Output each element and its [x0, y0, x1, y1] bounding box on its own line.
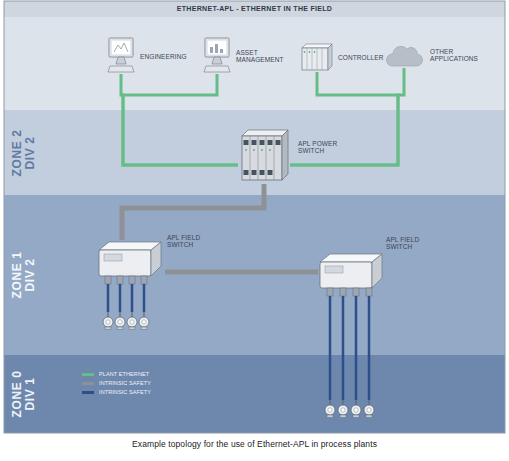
network-cable: [121, 74, 238, 165]
field-instruments: [103, 312, 374, 418]
application-icon: ENGINEERING: [107, 38, 135, 74]
device-name: APL FIELD SWITCH: [386, 236, 432, 251]
zone-band: ZONE 1DIV 2APL FIELD SWITCHAPL FIELD SWI…: [4, 195, 505, 355]
diagram-title: ETHERNET-APL - ETHERNET IN THE FIELD: [177, 5, 332, 13]
network-cable: [123, 74, 238, 165]
title-bar: [4, 1, 505, 17]
device-label: ENGINEERING: [140, 53, 200, 60]
field-switch-housing: [99, 242, 161, 284]
zone-name: ZONE 0: [11, 371, 24, 418]
legend-text: PLANT ETHERNET: [99, 371, 149, 377]
power-switch-device: [242, 130, 288, 180]
device-label: CONTROLLER: [338, 54, 388, 61]
network-cable: [165, 270, 318, 275]
device-name: ASSET MANAGEMENT: [236, 49, 286, 64]
legend-text: INTRINSIC SAFETY: [99, 380, 151, 386]
zone-name: ZONE 2: [11, 129, 24, 176]
legend-row: INTRINSIC SAFETY: [82, 388, 151, 397]
zone-label: ZONE 2DIV 2: [11, 129, 36, 176]
field-switch: APL FIELD SWITCH: [318, 252, 384, 302]
application-icon: CONTROLLER: [300, 42, 334, 72]
zone-name: ZONE 1: [11, 252, 24, 299]
zone-name: DIV 2: [24, 129, 37, 176]
device-label: ASSET MANAGEMENT: [236, 49, 286, 64]
field-switch: APL FIELD SWITCH: [95, 240, 165, 290]
device-name: APL FIELD SWITCH: [167, 234, 213, 249]
zone-band: ZONE 0DIV 1: [4, 355, 505, 433]
zone-band: ZONE 2DIV 2 APL POWER SWITCH: [4, 110, 505, 195]
device-name: CONTROLLER: [338, 54, 388, 61]
zone-band-fill: [4, 195, 505, 355]
control-room-area: [4, 17, 505, 110]
device-label: APL FIELD SWITCH: [167, 234, 213, 249]
device-name: APL POWER SWITCH: [298, 140, 348, 155]
field-switch-housing: [320, 254, 382, 296]
legend-swatch: [82, 382, 94, 385]
device-label: APL POWER SWITCH: [298, 140, 348, 155]
zone-label: ZONE 0DIV 1: [11, 371, 36, 418]
zone-label: ZONE 1DIV 2: [11, 252, 36, 299]
device-label: OTHER APPLICATIONS: [430, 48, 482, 63]
engineering-icon: [108, 38, 134, 72]
network-cable: [290, 72, 398, 165]
network-cable: [290, 68, 404, 165]
legend-swatch: [82, 391, 94, 394]
controller-icon: [302, 44, 332, 70]
application-icon: ASSET MANAGEMENT: [203, 38, 231, 74]
zone-name: DIV 2: [24, 252, 37, 299]
cloud-icon: [386, 46, 422, 66]
zone-band-fill: [4, 110, 505, 195]
application-icon: OTHER APPLICATIONS: [388, 44, 420, 68]
frame: [4, 1, 505, 433]
legend-row: PLANT ETHERNET: [82, 370, 151, 379]
device-name: ENGINEERING: [140, 53, 200, 60]
asset-management-icon: [204, 38, 230, 72]
power-switch: APL POWER SWITCH: [238, 128, 290, 184]
device-label: APL FIELD SWITCH: [386, 236, 432, 251]
zone-band-fill: [4, 355, 505, 433]
figure-caption: Example topology for the use of Ethernet…: [0, 440, 509, 450]
legend-row: INTRINSIC SAFETY: [82, 379, 151, 388]
device-name: OTHER APPLICATIONS: [430, 48, 482, 63]
legend-swatch: [82, 373, 94, 376]
legend-text: INTRINSIC SAFETY: [99, 389, 151, 395]
network-cable: [122, 184, 264, 240]
zone-name: DIV 1: [24, 371, 37, 418]
